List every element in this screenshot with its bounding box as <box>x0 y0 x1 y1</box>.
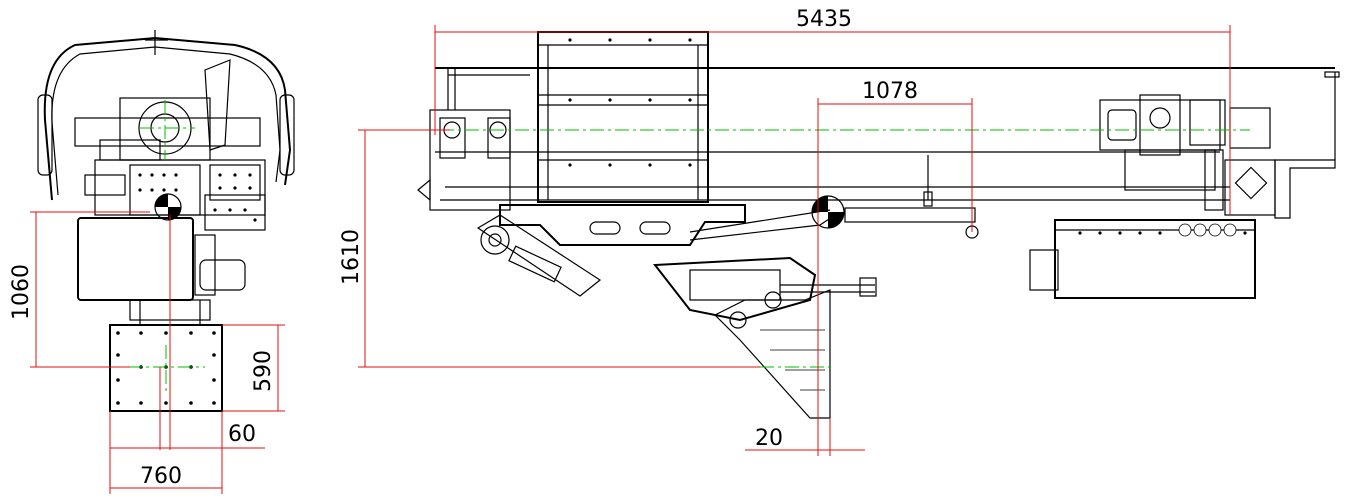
dim-inner-length: 1078 <box>862 79 918 104</box>
dim-edge-offset: 20 <box>755 426 783 451</box>
side-main-housing <box>537 31 709 203</box>
front-view <box>37 30 295 412</box>
dim-side-height: 1610 <box>339 229 364 285</box>
side-rear-tank <box>1054 219 1256 299</box>
dim-offset-small: 60 <box>228 422 256 447</box>
dim-base-plate-height: 590 <box>251 350 276 392</box>
side-boom <box>499 204 746 246</box>
dim-front-height: 1060 <box>9 264 34 320</box>
side-view <box>417 31 1340 419</box>
dim-base-width: 760 <box>140 464 182 489</box>
front-roll-cage <box>43 36 292 201</box>
side-front-frame <box>429 109 511 211</box>
front-hole-pattern <box>138 173 257 222</box>
dim-overall-length: 5435 <box>796 7 852 32</box>
side-view-dimensions <box>358 25 1231 456</box>
front-view-dimensions <box>30 211 285 494</box>
front-tank <box>77 217 194 301</box>
front-base-plate <box>109 324 223 412</box>
